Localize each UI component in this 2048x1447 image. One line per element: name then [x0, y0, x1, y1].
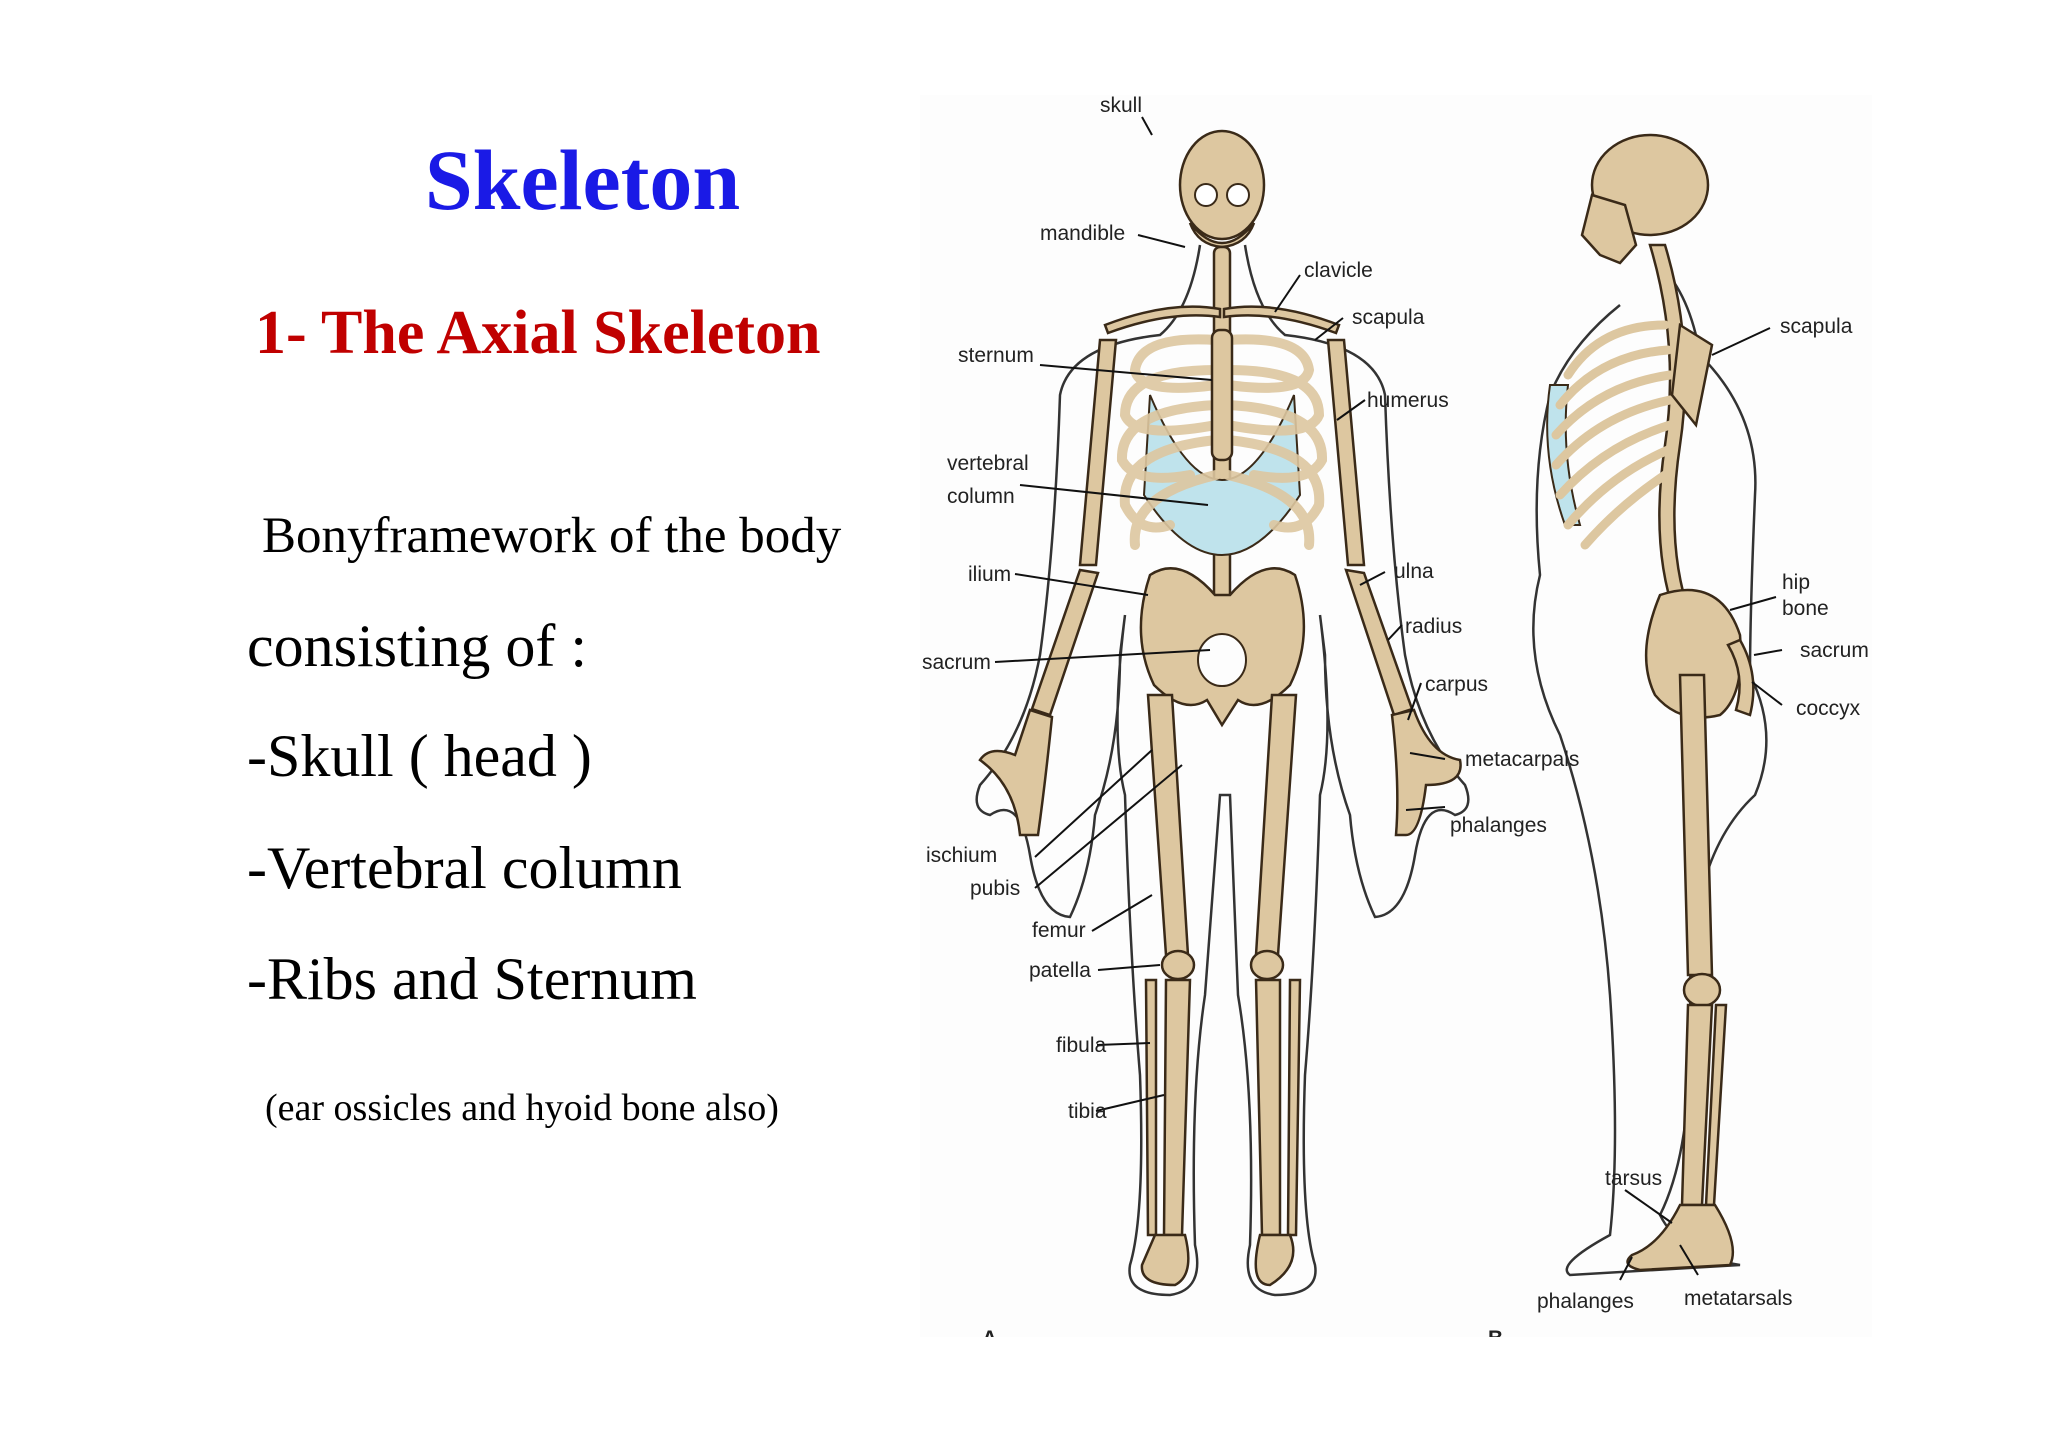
front-foot-left — [1254, 1233, 1295, 1287]
front-sternum — [1210, 328, 1234, 462]
label-patella: patella — [1029, 959, 1091, 982]
label-bone: bone — [1782, 597, 1829, 620]
front-fibula-right — [1144, 978, 1158, 1237]
skeleton-diagram: skull mandible clavicle scapula sternum … — [922, 95, 1869, 1337]
list-item-ribs-sternum: -Ribs and Sternum — [247, 946, 697, 1012]
front-radius-ulna-right — [1030, 568, 1100, 717]
label-scapula: scapula — [1352, 306, 1425, 329]
front-femur-left — [1254, 693, 1298, 957]
label-clavicle: clavicle — [1304, 259, 1373, 282]
label-metacarpals: metacarpals — [1465, 748, 1579, 771]
label-ilium: ilium — [968, 563, 1011, 586]
label-scapula-side: scapula — [1780, 315, 1853, 338]
label-ischium: ischium — [926, 844, 997, 867]
footnote-text: (ear ossicles and hyoid bone also) — [265, 1087, 779, 1129]
panel-letter-a: A — [982, 1327, 997, 1337]
front-costal-cartilage — [1142, 394, 1302, 556]
label-sacrum-front: sacrum — [922, 651, 991, 674]
side-sacrum — [1726, 638, 1755, 717]
front-femur-right — [1146, 693, 1190, 957]
label-radius: radius — [1405, 615, 1462, 638]
side-face — [1580, 193, 1638, 265]
side-ribs — [1551, 320, 1675, 550]
front-body-outline — [975, 244, 1470, 1297]
panel-letter-b: B — [1488, 1327, 1503, 1337]
label-phalanges-front: phalanges — [1450, 814, 1547, 837]
side-femur — [1678, 673, 1714, 977]
label-femur: femur — [1032, 919, 1086, 942]
front-tibia-right — [1162, 978, 1192, 1237]
front-hand-right — [978, 708, 1054, 837]
label-column: column — [947, 485, 1015, 508]
label-hip: hip — [1782, 571, 1810, 594]
label-metatarsals: metatarsals — [1684, 1287, 1793, 1310]
front-humerus-left — [1326, 338, 1366, 567]
side-body-outline — [1532, 264, 1768, 1277]
side-scapula — [1670, 322, 1714, 428]
front-hand-left — [1390, 708, 1462, 837]
label-sternum: sternum — [958, 344, 1034, 367]
label-coccyx: coccyx — [1796, 697, 1861, 720]
front-humerus-right — [1078, 338, 1118, 567]
label-carpus: carpus — [1425, 673, 1488, 696]
slide-subtitle: 1- The Axial Skeleton — [255, 299, 821, 367]
side-foot — [1626, 1203, 1735, 1272]
front-ribs — [1116, 334, 1328, 550]
label-vertebral: vertebral — [947, 452, 1029, 475]
figure-labels: skull mandible clavicle scapula sternum … — [922, 95, 1869, 1337]
label-sacrum-side: sacrum — [1800, 639, 1869, 662]
front-clavicle — [1103, 305, 1222, 335]
skeleton-figure: skull mandible clavicle scapula sternum … — [920, 95, 1872, 1337]
label-mandible: mandible — [1040, 222, 1125, 245]
label-pubis: pubis — [970, 877, 1020, 900]
front-skull — [1178, 129, 1266, 241]
label-ulna: ulna — [1394, 560, 1434, 583]
front-view-skeleton — [975, 129, 1470, 1297]
consisting-text: consisting of : — [247, 613, 587, 679]
intro-text: Bonyframework of the body — [262, 508, 842, 564]
list-item-vertebral-column: -Vertebral column — [247, 835, 682, 901]
label-tarsus: tarsus — [1605, 1167, 1662, 1190]
front-foot-right — [1140, 1233, 1190, 1287]
label-humerus: humerus — [1367, 389, 1449, 412]
label-phalanges-side: phalanges — [1537, 1290, 1634, 1313]
side-hip-bone — [1644, 588, 1743, 719]
front-mandible — [1188, 222, 1256, 249]
label-tibia: tibia — [1068, 1100, 1107, 1123]
leader-lines — [994, 116, 1783, 1281]
label-skull: skull — [1100, 95, 1142, 117]
side-patella — [1682, 972, 1722, 1008]
front-patella — [1160, 949, 1196, 981]
front-tibia-left — [1254, 978, 1282, 1237]
side-view-skeleton — [1532, 133, 1768, 1277]
list-item-skull: -Skull ( head ) — [247, 723, 592, 789]
label-fibula: fibula — [1056, 1034, 1107, 1057]
slide-title: Skeleton — [424, 132, 741, 228]
